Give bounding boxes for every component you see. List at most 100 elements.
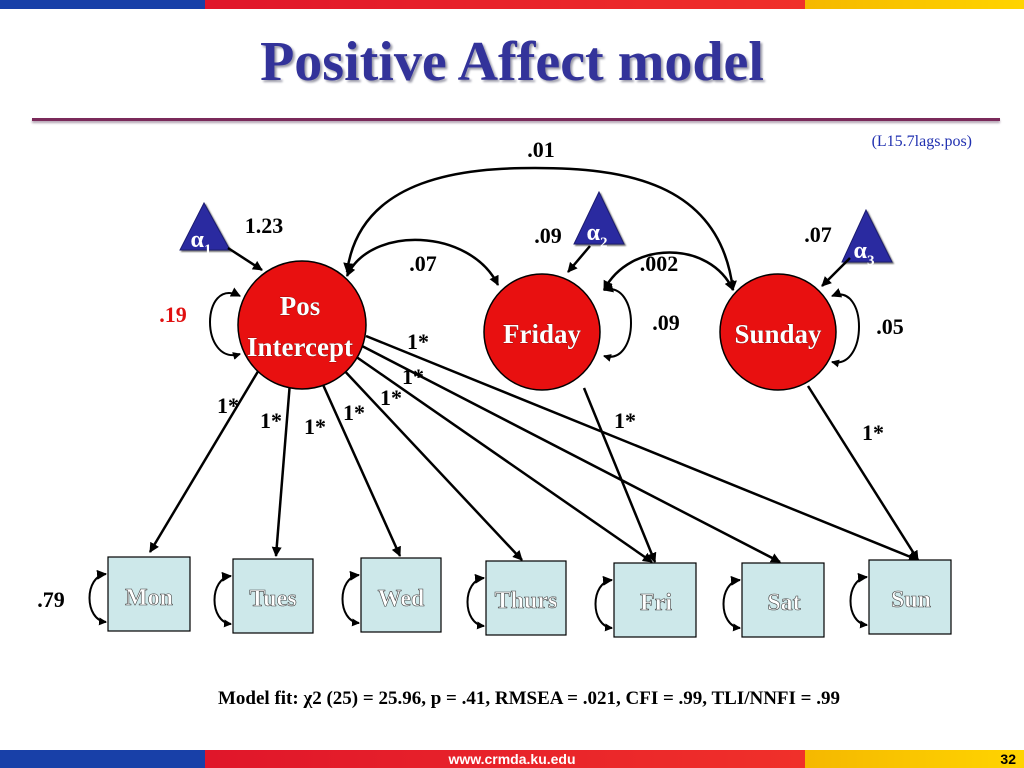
- label-sat: Sat: [767, 590, 800, 616]
- indicator-sun: Sun: [868, 559, 952, 635]
- cov-pos-friday-label: .07: [409, 251, 437, 276]
- loading-pos-mon: [148, 367, 262, 553]
- loading-label-mon: 1*: [217, 393, 239, 418]
- loading-pos-fri: [354, 354, 653, 564]
- residual-loop-sat: [722, 575, 741, 632]
- label-thurs: Thurs: [495, 588, 558, 614]
- var-friday-label: .09: [652, 310, 680, 335]
- mean-sunday-label: .07: [804, 222, 832, 247]
- var-pos-label: .19: [159, 302, 187, 327]
- label-wed: Wed: [378, 586, 425, 612]
- label-sun: Sun: [891, 587, 931, 613]
- latent-friday-circle: [483, 273, 601, 391]
- latent-pos-label-line2: Intercept: [247, 332, 353, 362]
- indicator-mon: Mon: [107, 556, 191, 632]
- cov-pos-sunday-label: .01: [527, 137, 555, 162]
- alpha1-symbol: α1: [191, 227, 212, 258]
- title-rule: [32, 118, 1000, 121]
- page-title: Positive Affect model: [260, 31, 764, 93]
- loading-label-friday-fri: 1*: [614, 408, 636, 433]
- box-sat: [741, 562, 825, 638]
- sem-path-diagram: (L15.7lags.pos) .01 .07 .002 1* 1* 1* 1*…: [37, 133, 972, 709]
- bottom-bar-blue: [0, 750, 205, 768]
- mean-alpha2: α2: [567, 190, 625, 273]
- loading-pos-sun: [365, 334, 919, 562]
- indicator-thurs: Thurs: [485, 560, 567, 636]
- mean-arrow-pos: [227, 246, 263, 272]
- top-bar-yellow: [805, 0, 1024, 9]
- residual-loop-fri: [594, 575, 613, 632]
- latent-sunday-circle: [719, 273, 837, 391]
- bottom-bar-yellow: [805, 750, 1024, 768]
- top-bar-red: [205, 0, 805, 9]
- loading-label-sat: 1*: [402, 364, 424, 389]
- covariance-pos-friday-arc: [345, 238, 500, 286]
- residual-loops: [88, 569, 868, 632]
- variance-loop-friday: [603, 282, 632, 362]
- latent-friday-label: Friday: [503, 319, 581, 349]
- resid-mon-label: .79: [37, 587, 65, 612]
- loading-pos-tues: [271, 381, 292, 557]
- latent-sunday: Sunday: [719, 273, 837, 391]
- label-tues: Tues: [249, 586, 296, 612]
- box-tues: [232, 558, 314, 634]
- loading-sunday-sun: [806, 385, 920, 561]
- mean-arrow-friday: [567, 245, 591, 273]
- box-sun: [868, 559, 952, 635]
- model-fit-text: Model fit: χ2 (25) = 25.96, p = .41, RMS…: [218, 688, 840, 709]
- mean-alpha1: α1: [179, 201, 263, 272]
- mean-alpha3: α3: [821, 208, 893, 287]
- indicator-sat: Sat: [741, 562, 825, 638]
- bottom-color-bar: [0, 750, 1024, 768]
- loading-labels: 1* 1* 1* 1* 1* 1* 1* 1* 1*: [217, 329, 884, 445]
- indicator-fri: Fri: [613, 562, 697, 638]
- top-color-bar: [0, 0, 1024, 9]
- residual-loop-wed: [341, 570, 360, 627]
- loading-label-fri: 1*: [380, 385, 402, 410]
- latent-sunday-label: Sunday: [734, 319, 822, 349]
- box-mon: [107, 556, 191, 632]
- mean-friday-label: .09: [534, 223, 562, 248]
- covariance-friday-sunday-arc: [602, 251, 735, 291]
- label-mon: Mon: [125, 585, 173, 611]
- triangle-alpha2: [573, 190, 625, 245]
- covariance-pos-sunday-arc: [343, 166, 737, 291]
- triangle-alpha1: [179, 201, 231, 251]
- residual-loop-tues: [213, 571, 232, 628]
- loading-friday-fri: [582, 387, 657, 563]
- latent-friday: Friday: [483, 273, 601, 391]
- variance-loop-sunday: [831, 288, 860, 368]
- latent-pos-circle: [237, 260, 367, 390]
- alpha3-symbol: α3: [854, 238, 875, 269]
- loading-label-sun: 1*: [407, 329, 429, 354]
- indicator-wed: Wed: [360, 557, 442, 633]
- loading-label-tues: 1*: [260, 408, 282, 433]
- loading-label-thurs: 1*: [343, 400, 365, 425]
- box-fri: [613, 562, 697, 638]
- variance-loop-pos: [209, 287, 241, 360]
- footer-url[interactable]: www.crmda.ku.edu: [448, 751, 576, 767]
- source-note: (L15.7lags.pos): [872, 133, 972, 150]
- mean-pos-label: 1.23: [245, 213, 284, 238]
- page-number: 32: [1000, 751, 1016, 767]
- label-fri: Fri: [640, 590, 672, 616]
- loading-label-wed: 1*: [304, 414, 326, 439]
- var-sunday-label: .05: [876, 314, 904, 339]
- alpha2-symbol: α2: [587, 220, 608, 251]
- top-bar-blue: [0, 0, 205, 9]
- loading-label-sunday-sun: 1*: [862, 420, 884, 445]
- box-wed: [360, 557, 442, 633]
- cov-friday-sunday-label: .002: [640, 251, 679, 276]
- mean-arrow-sunday: [821, 257, 851, 287]
- bottom-bar-red: [205, 750, 805, 768]
- residual-loop-sun: [849, 572, 868, 629]
- latent-pos-intercept: Pos Intercept: [237, 260, 367, 390]
- loading-lines: [148, 334, 920, 564]
- indicator-tues: Tues: [232, 558, 314, 634]
- loading-pos-wed: [318, 377, 402, 557]
- residual-loop-thurs: [466, 573, 485, 630]
- loading-pos-sat: [361, 344, 781, 564]
- loading-pos-thurs: [339, 365, 523, 561]
- residual-loop-mon: [88, 569, 107, 626]
- box-thurs: [485, 560, 567, 636]
